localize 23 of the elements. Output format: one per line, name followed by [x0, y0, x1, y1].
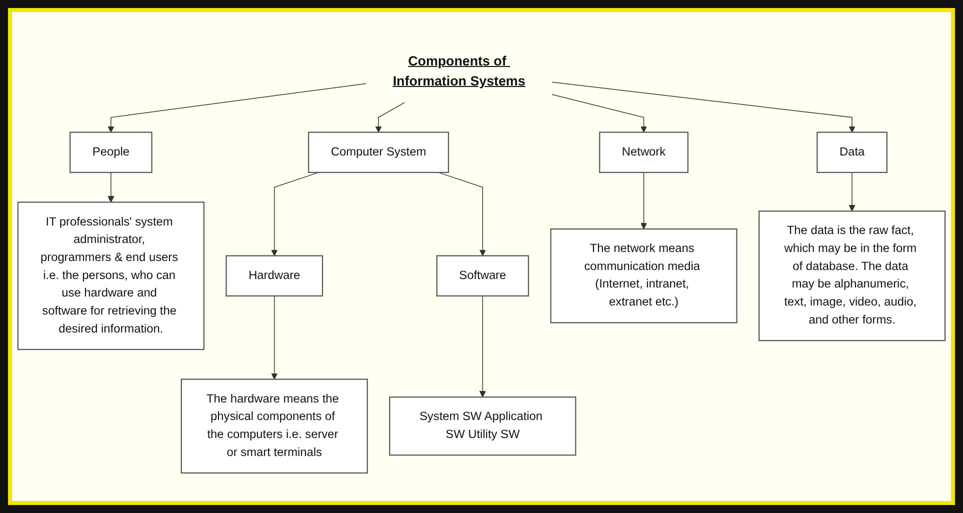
- node-box: IT professionals' system administrator, programmers & end users i.e. the persons, who can use hardware and software for retrieving the desired information.: [17, 202, 204, 350]
- arrow: [552, 82, 856, 133]
- node-text: Components of Information Systems: [392, 53, 526, 88]
- node-box: The data is the raw fact, which may be in the form of database. The data may be alphanumeric, text, image, video, audio, and other forms.: [758, 210, 946, 342]
- arrow: [552, 94, 648, 133]
- arrow: [438, 172, 486, 256]
- node-box: Data: [816, 132, 888, 173]
- arrow: [640, 172, 648, 230]
- node-box: Software: [436, 255, 530, 296]
- node-box: Computer System: [308, 132, 450, 173]
- arrow: [108, 83, 366, 133]
- node-box: The hardware means the physical components of the computers i.e. server or smart terminals: [180, 378, 368, 474]
- node-box: The network means communication media (Internet, intranet, extranet etc.): [550, 228, 738, 324]
- arrow: [271, 172, 320, 256]
- arrow: [848, 172, 856, 212]
- node-box: Network: [599, 132, 688, 173]
- arrow: [108, 172, 114, 202]
- arrow: [479, 296, 486, 398]
- arrow: [271, 296, 278, 380]
- arrow: [375, 102, 405, 133]
- node-box: People: [70, 132, 152, 173]
- node-box: System SW Application SW Utility SW: [389, 396, 576, 456]
- node-box: Hardware: [226, 255, 324, 296]
